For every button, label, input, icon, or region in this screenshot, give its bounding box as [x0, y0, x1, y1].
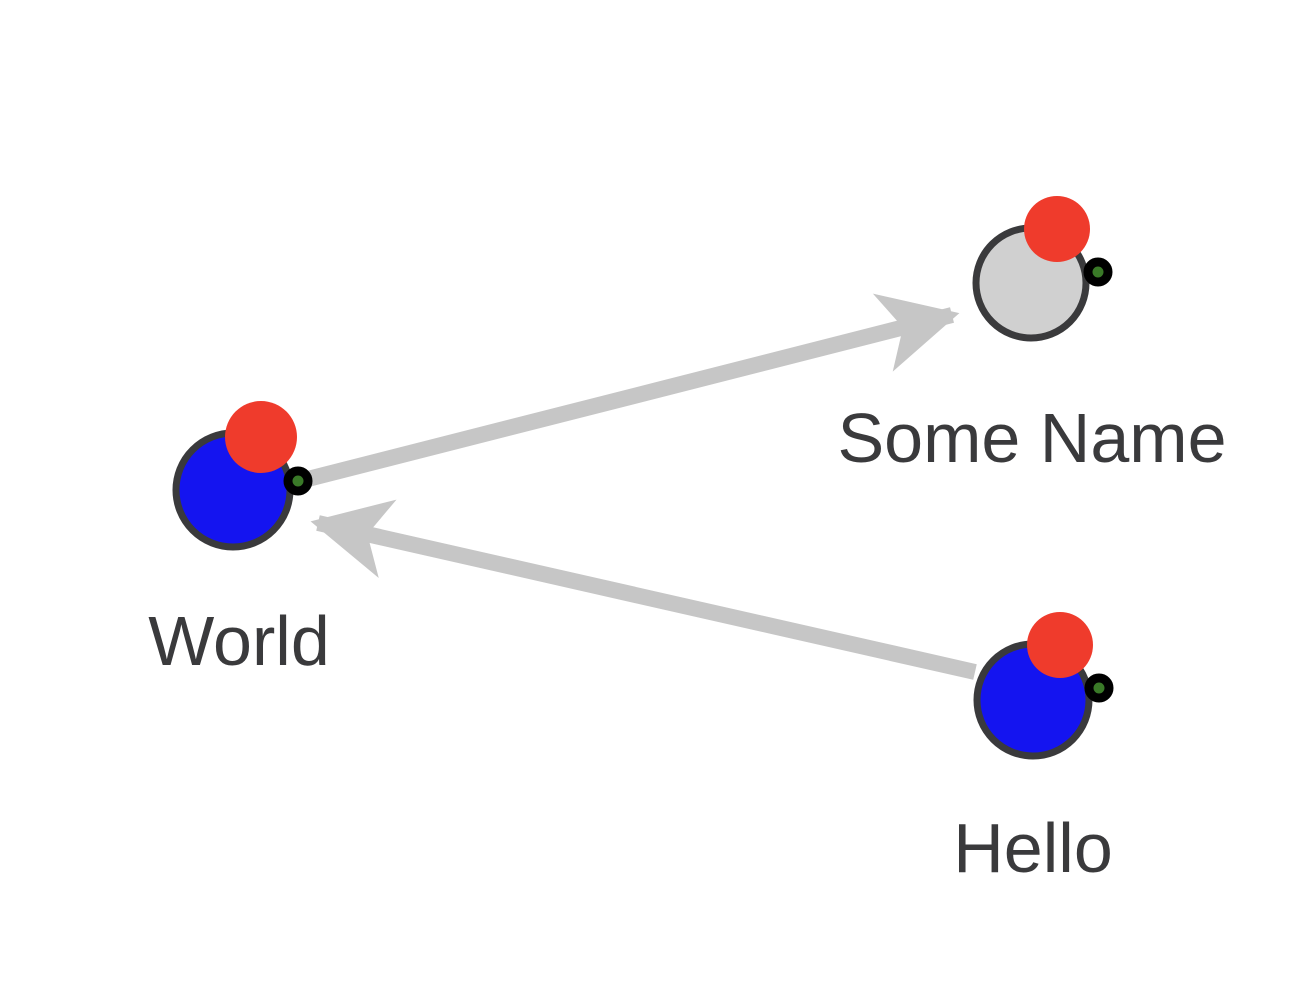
node-hello-red-badge-icon — [1027, 612, 1093, 678]
node-world-label: World — [148, 602, 330, 680]
node-some-name-green-badge-icon[interactable] — [1083, 257, 1113, 287]
edge-world-to-some-name[interactable] — [298, 293, 960, 489]
node-hello[interactable]: Hello — [953, 612, 1114, 887]
node-world[interactable]: World — [148, 401, 330, 680]
node-some-name[interactable]: Some Name — [837, 196, 1227, 477]
edge-hello-to-world[interactable] — [310, 499, 977, 680]
node-some-name-red-badge-icon — [1024, 196, 1090, 262]
node-hello-green-badge-icon[interactable] — [1084, 673, 1114, 703]
node-world-green-badge-icon[interactable] — [283, 466, 313, 496]
node-some-name-label: Some Name — [837, 399, 1226, 477]
node-hello-label: Hello — [953, 809, 1113, 887]
edges-layer — [298, 293, 977, 680]
node-world-red-badge-icon — [225, 401, 297, 473]
